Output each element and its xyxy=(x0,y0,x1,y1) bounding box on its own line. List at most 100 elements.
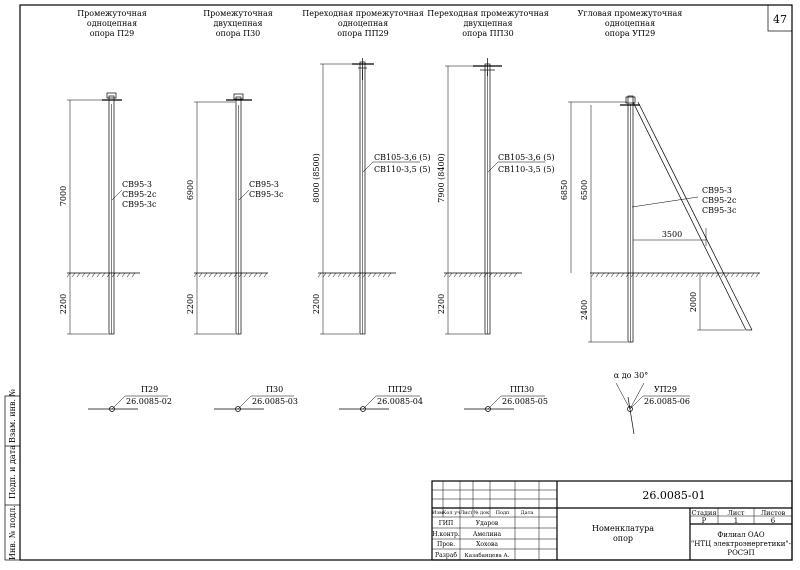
ground-hatch-stroke xyxy=(203,272,208,278)
ground-hatch-stroke xyxy=(493,272,498,278)
ground-hatch-stroke xyxy=(755,272,760,278)
pole-up29-angle-label: α до 30° xyxy=(614,371,648,380)
pole-p30-dim-above: 6900 xyxy=(186,180,195,200)
ground-hatch-stroke xyxy=(670,272,675,278)
tb-sheets-head: Листов xyxy=(761,509,786,517)
tb-sheet-val: 1 xyxy=(734,517,738,525)
pole-p29-title-2: одноцепная xyxy=(87,19,137,28)
pole-pp30-title-1: Переходная промежуточная xyxy=(427,9,548,18)
ground-hatch-stroke xyxy=(131,272,136,278)
ground-hatch-stroke xyxy=(615,272,620,278)
tb-col-podp: Подп xyxy=(496,510,510,516)
ground-hatch-stroke xyxy=(372,272,377,278)
pole-pp30-dim-above: 7900 (8400) xyxy=(437,153,446,203)
pole-up29-title-3: опора УП29 xyxy=(605,29,655,38)
ground-hatch-stroke xyxy=(382,272,387,278)
pole-p29-dim-below: 2200 xyxy=(59,294,68,314)
ground-hatch-stroke xyxy=(317,272,322,278)
ground-hatch-stroke xyxy=(473,272,478,278)
pole-p29-label-2: СВ95-2с xyxy=(122,190,157,199)
pole-up29-label-3: СВ95-3с xyxy=(702,206,737,215)
ground-hatch-stroke xyxy=(126,272,131,278)
pole-pp29-title-2: одноцепная xyxy=(338,19,388,28)
ground-hatch-stroke xyxy=(101,272,106,278)
tb-name-nkontr: Амелина xyxy=(473,531,502,538)
side-stamp-inv: Инв. № подл. xyxy=(8,505,17,560)
ground-hatch-stroke xyxy=(735,272,740,278)
ground-hatch-stroke xyxy=(730,272,735,278)
pole-pp29-title-3: опора ПП29 xyxy=(337,29,389,38)
ground-hatch-stroke xyxy=(208,272,213,278)
ground-hatch-stroke xyxy=(710,272,715,278)
ground-hatch-stroke xyxy=(750,272,755,278)
pole-p30-title-1: Промежуточная xyxy=(203,9,273,18)
tb-doc-code: 26.0085-01 xyxy=(642,489,705,502)
ground-hatch-stroke xyxy=(263,272,268,278)
ground-hatch-stroke xyxy=(590,272,595,278)
pole-up29-dim-below: 2400 xyxy=(580,300,589,320)
ground-hatch-stroke xyxy=(498,272,503,278)
ground-hatch-stroke xyxy=(258,272,263,278)
side-stamp-replace: Взам. инв. № xyxy=(8,389,17,443)
pole-up29-dim-strut-h: 3500 xyxy=(662,230,682,239)
title-block: Изм Кол уч Лист № док Подп Дата ГИП Удар… xyxy=(431,480,793,561)
ground-hatch-stroke xyxy=(327,272,332,278)
sheet-number: 47 xyxy=(773,13,787,26)
tb-name-prov: Хохова xyxy=(476,541,498,548)
ground-hatch-stroke xyxy=(715,272,720,278)
pole-p29: Промежуточная одноцепная опора П29 7000 … xyxy=(59,9,172,412)
ground-hatch-stroke xyxy=(337,272,342,278)
side-stamp-sign: Подп. и дата xyxy=(8,445,17,499)
ground-hatch-stroke xyxy=(106,272,111,278)
tb-role-gip: ГИП xyxy=(439,520,453,527)
ground-hatch-stroke xyxy=(655,272,660,278)
ground-hatch-stroke xyxy=(86,272,91,278)
tb-doc-title-1: Номенклатура xyxy=(592,524,654,533)
pole-pp29-plan-code: 26.0085-04 xyxy=(377,397,423,406)
ground-hatch-stroke xyxy=(453,272,458,278)
tb-role-nkontr: Н.контр. xyxy=(432,531,460,538)
ground-hatch-stroke xyxy=(488,272,493,278)
pole-p29-title-3: опора П29 xyxy=(90,29,135,38)
ground-hatch-stroke xyxy=(193,272,198,278)
pole-up29-plan-code: 26.0085-06 xyxy=(644,397,690,406)
ground-hatch-stroke xyxy=(508,272,513,278)
tb-org-2: "НТЦ электроэнергетики"- xyxy=(691,540,792,548)
ground-hatch-stroke xyxy=(198,272,203,278)
tb-name-razrab: Казабанцева А. xyxy=(465,552,510,559)
pole-p30-title-3: опора П30 xyxy=(216,29,261,38)
tb-stage-val: Р xyxy=(702,517,707,525)
pole-p30-dim-below: 2200 xyxy=(186,294,195,314)
ground-hatch-stroke xyxy=(71,272,76,278)
ground-hatch-stroke xyxy=(248,272,253,278)
sheet-number-box xyxy=(767,4,793,32)
pole-p29-label-1: СВ95-3 xyxy=(122,180,152,189)
pole-p29-dim-above: 7000 xyxy=(59,186,68,206)
ground-hatch-stroke xyxy=(362,272,367,278)
ground-hatching xyxy=(66,272,760,278)
pole-pp30-plan-code: 26.0085-05 xyxy=(502,397,548,406)
tb-stage-head: Стадия xyxy=(692,509,717,517)
pole-up29-plan-label: УП29 xyxy=(654,385,677,394)
ground-hatch-stroke xyxy=(645,272,650,278)
ground-hatch-stroke xyxy=(387,272,392,278)
ground-hatch-stroke xyxy=(352,272,357,278)
ground-hatch-stroke xyxy=(223,272,228,278)
ground-hatch-stroke xyxy=(253,272,258,278)
ground-hatch-stroke xyxy=(91,272,96,278)
ground-hatch-stroke xyxy=(66,272,71,278)
ground-hatch-stroke xyxy=(76,272,81,278)
ground-hatch-stroke xyxy=(367,272,372,278)
ground-hatch-stroke xyxy=(342,272,347,278)
ground-hatch-stroke xyxy=(705,272,710,278)
pole-pp29-label-1: СВ105-3,6 (5) xyxy=(374,153,431,162)
pole-up29-dim-strut-v: 2000 xyxy=(689,292,698,312)
pole-p30-label-2: СВ95-3с xyxy=(249,190,284,199)
pole-pp29-dim-below: 2200 xyxy=(312,294,321,314)
ground-hatch-stroke xyxy=(463,272,468,278)
pole-up29-title-1: Угловая промежуточная xyxy=(578,9,683,18)
ground-hatch-stroke xyxy=(96,272,101,278)
ground-hatch-stroke xyxy=(111,272,116,278)
pole-pp30: Переходная промежуточная двухцепная опор… xyxy=(427,9,555,412)
